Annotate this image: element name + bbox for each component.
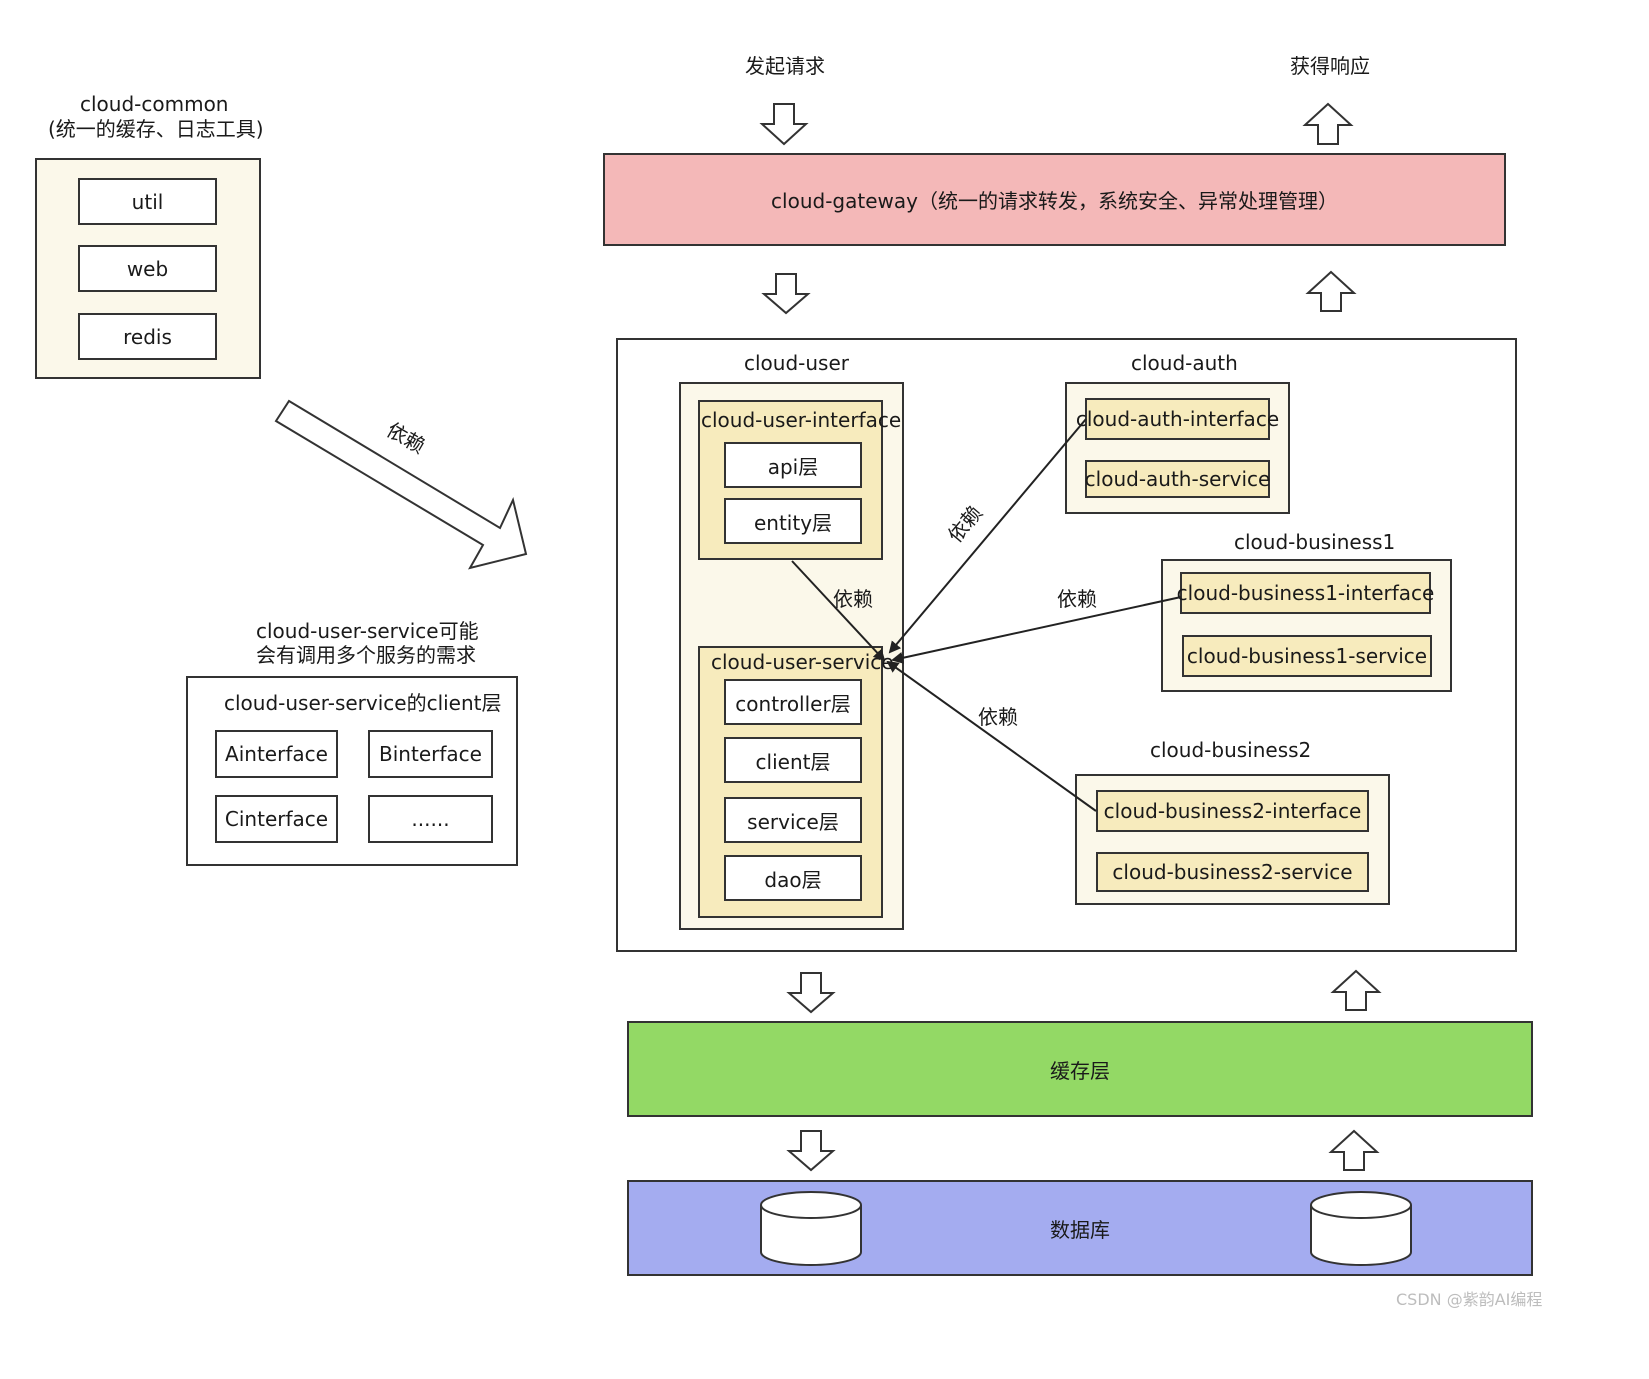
down-arrow-cache-icon — [786, 1130, 836, 1172]
down-arrow-gateway-icon — [761, 273, 811, 315]
business2-title: cloud-business2 — [1150, 738, 1312, 762]
response-label: 获得响应 — [1290, 54, 1370, 78]
cache-layer: 缓存层 — [627, 1021, 1533, 1117]
client-item-more: ...... — [368, 795, 493, 843]
business1-interface: cloud-business1-interface — [1177, 572, 1434, 614]
business1-service: cloud-business1-service — [1182, 635, 1432, 677]
business2-interface: cloud-business2-interface — [1096, 790, 1369, 832]
user-api-layer: api层 — [724, 442, 862, 488]
down-arrow-request-icon — [759, 103, 809, 146]
auth-interface: cloud-auth-interface — [1076, 398, 1279, 440]
user-controller-layer: controller层 — [724, 679, 862, 725]
database-cylinder-right-icon — [1310, 1191, 1412, 1266]
common-subtitle: (统一的缓存、日志工具) — [48, 117, 264, 141]
common-dependency-arrow-icon — [274, 399, 528, 570]
up-arrow-response-icon — [1302, 102, 1354, 145]
request-label: 发起请求 — [745, 54, 825, 78]
user-entity-layer: entity层 — [724, 498, 862, 544]
up-arrow-services-icon — [1330, 969, 1382, 1011]
user-interface-dependency-line — [791, 560, 886, 662]
down-arrow-services-icon — [786, 972, 836, 1014]
user-interface-dependency-label: 依赖 — [833, 587, 873, 611]
business2-service: cloud-business2-service — [1096, 852, 1369, 892]
common-title: cloud-common — [80, 92, 229, 116]
cache-label: 缓存层 — [1050, 1058, 1110, 1083]
common-item-util: util — [78, 178, 217, 225]
client-layer-title: cloud-user-service的client层 — [224, 691, 502, 715]
up-arrow-gateway-icon — [1305, 270, 1357, 312]
business2-dependency-label: 依赖 — [978, 705, 1018, 729]
user-interface-title: cloud-user-interface — [701, 408, 902, 432]
database-label: 数据库 — [1050, 1217, 1110, 1242]
auth-dependency-line — [888, 418, 1087, 654]
user-client-layer: client层 — [724, 737, 862, 783]
user-dao-layer: dao层 — [724, 855, 862, 901]
user-service-layer: service层 — [724, 797, 862, 843]
watermark: CSDN @紫韵AI编程 — [1396, 1290, 1543, 1309]
up-arrow-cache-icon — [1328, 1129, 1380, 1171]
business1-dependency-line — [891, 596, 1182, 664]
auth-service: cloud-auth-service — [1085, 460, 1270, 498]
business1-dependency-label: 依赖 — [1057, 587, 1097, 611]
client-item-b: Binterface — [368, 730, 493, 778]
business1-title: cloud-business1 — [1234, 530, 1396, 554]
client-item-c: Cinterface — [215, 795, 338, 843]
user-service-title: cloud-user-service — [711, 650, 894, 674]
common-item-redis: redis — [78, 313, 217, 360]
common-item-web: web — [78, 245, 217, 292]
database-cylinder-left-icon — [760, 1191, 862, 1266]
auth-title: cloud-auth — [1131, 351, 1238, 375]
gateway-label: cloud-gateway（统一的请求转发，系统安全、异常处理管理） — [771, 189, 1338, 213]
user-title: cloud-user — [744, 351, 849, 375]
client-note-line1: cloud-user-service可能 — [256, 619, 479, 643]
client-item-a: Ainterface — [215, 730, 338, 778]
client-note-line2: 会有调用多个服务的需求 — [256, 643, 476, 667]
business2-dependency-line — [886, 660, 1097, 812]
gateway-layer: cloud-gateway（统一的请求转发，系统安全、异常处理管理） — [603, 153, 1506, 246]
